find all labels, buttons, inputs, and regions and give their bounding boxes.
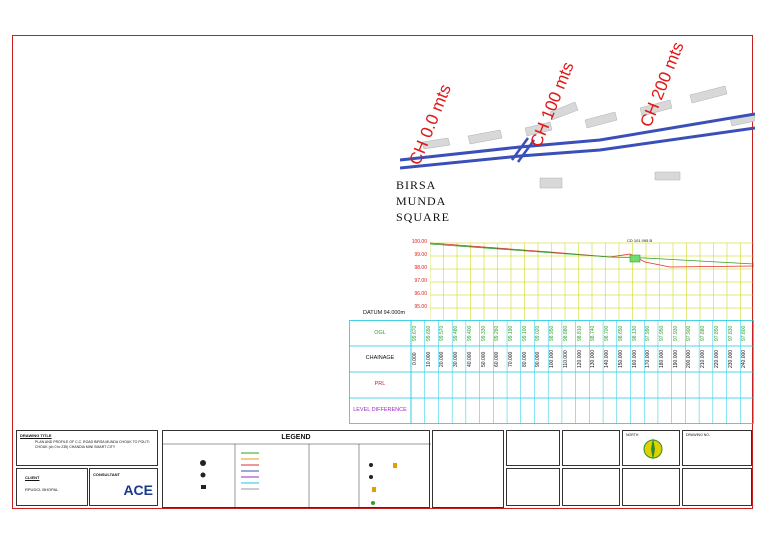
info-box-5 bbox=[622, 468, 680, 506]
chainage-cell: 90.000 bbox=[535, 351, 542, 367]
ogl-cell: 98.740 bbox=[590, 325, 597, 341]
ogl-cell: 99.330 bbox=[480, 325, 487, 341]
chainage-cell: 190.000 bbox=[672, 349, 679, 369]
row-label-ogl: OGL bbox=[374, 330, 386, 336]
place-name-line-1: BIRSA bbox=[396, 178, 437, 192]
ogl-cell: 99.020 bbox=[535, 325, 542, 341]
chainage-cell: 170.000 bbox=[645, 349, 652, 369]
chainage-cell: 180.000 bbox=[658, 349, 665, 369]
chainage-cell: 70.000 bbox=[508, 351, 515, 367]
ogl-cell: 99.480 bbox=[453, 325, 460, 341]
consultant-logo: ACE bbox=[123, 482, 153, 498]
client-name: RPUDCL BHOPAL bbox=[25, 487, 59, 492]
ogl-cell: 97.990 bbox=[645, 325, 652, 341]
ogl-cell: 97.900 bbox=[686, 325, 693, 341]
ogl-cell: 99.670 bbox=[412, 325, 418, 341]
chainage-cell: 140.000 bbox=[604, 349, 611, 369]
ogl-cell: 98.810 bbox=[576, 325, 583, 341]
ogl-cell: 97.830 bbox=[727, 325, 734, 341]
row-label-level-difference: LEVEL DIFFERENCE bbox=[353, 407, 407, 413]
drawing-no-box: DRAWING NO. bbox=[682, 430, 752, 466]
ogl-cell: 99.650 bbox=[425, 325, 432, 341]
place-name: BIRSA MUNDA SQUARE bbox=[396, 177, 450, 225]
level-label: 99.00 bbox=[414, 252, 427, 258]
profile-marker: CD 101 095 B bbox=[627, 238, 653, 243]
chainage-cell: 40.000 bbox=[466, 351, 473, 367]
drawing-no-label: DRAWING NO. bbox=[686, 433, 710, 437]
info-box-6 bbox=[682, 468, 752, 506]
ogl-cell: 97.950 bbox=[658, 325, 665, 341]
chainage-cell: 0.000 bbox=[412, 352, 418, 366]
consultant-box: CONSULTANT ACE bbox=[89, 468, 158, 506]
info-box-1 bbox=[506, 430, 560, 466]
info-box-2 bbox=[562, 430, 620, 466]
datum-label: DATUM 94.000m bbox=[363, 310, 406, 316]
row-label-prl: PRL bbox=[374, 381, 386, 387]
chainage-cell: 20.000 bbox=[439, 351, 446, 367]
legend-box: LEGEND bbox=[162, 430, 431, 509]
ogl-cell: 97.880 bbox=[700, 325, 707, 341]
plan-view bbox=[400, 85, 755, 189]
chainage-cell: 220.000 bbox=[713, 349, 720, 369]
ogl-cell: 98.650 bbox=[617, 325, 624, 341]
ogl-cell: 99.400 bbox=[466, 325, 473, 341]
ogl-cell: 99.570 bbox=[439, 325, 446, 341]
chainage-cell: 30.000 bbox=[453, 351, 460, 367]
level-label: 96.00 bbox=[414, 291, 427, 297]
north-box: NORTH bbox=[622, 430, 680, 466]
drawing-title: PLAN AND PROFILE OF C.C. ROAD BIRSA MUND… bbox=[35, 440, 150, 449]
ogl-cell: 99.190 bbox=[508, 325, 515, 341]
chainage-cell: 240.000 bbox=[741, 349, 748, 369]
client-label: CLIENT bbox=[25, 475, 40, 480]
level-label: 95.00 bbox=[414, 304, 427, 310]
ogl-cell: 99.100 bbox=[521, 325, 528, 341]
profile-grid bbox=[430, 242, 754, 320]
chainage-cell: 150.000 bbox=[617, 349, 624, 369]
level-label: 97.00 bbox=[414, 278, 427, 284]
ogl-cell: 98.880 bbox=[562, 325, 569, 341]
north-label: NORTH bbox=[626, 433, 639, 437]
legend-title: LEGEND bbox=[281, 434, 311, 441]
chainage-cell: 210.000 bbox=[700, 349, 707, 369]
ogl-cell: 97.800 bbox=[741, 325, 748, 341]
level-label: 98.00 bbox=[414, 265, 427, 271]
chainage-cell: 100.000 bbox=[549, 349, 556, 369]
ogl-cell: 98.130 bbox=[631, 325, 638, 341]
chainage-cell: 110.000 bbox=[562, 350, 569, 368]
profile-table: OGL CHAINAGE PRL LEVEL DIFFERENCE 99.670… bbox=[349, 320, 754, 424]
client-box: CLIENT RPUDCL BHOPAL bbox=[16, 468, 88, 506]
consultant-label: CONSULTANT bbox=[93, 472, 120, 477]
chainage-cell: 80.000 bbox=[521, 351, 528, 367]
chainage-cell: 50.000 bbox=[480, 351, 487, 367]
chainage-cell: 60.000 bbox=[494, 351, 501, 367]
drawing-title-box: DRAWING TITLE PLAN AND PROFILE OF C.C. R… bbox=[16, 430, 158, 466]
ogl-cell: 98.700 bbox=[604, 325, 611, 341]
chainage-cell: 160.000 bbox=[631, 349, 638, 369]
chainage-cell: 200.000 bbox=[686, 349, 693, 369]
place-name-line-3: SQUARE bbox=[396, 210, 451, 224]
info-box-4 bbox=[562, 468, 620, 506]
row-label-chainage: CHAINAGE bbox=[365, 355, 395, 361]
place-name-line-2: MUNDA bbox=[396, 194, 447, 208]
chainage-cell: 120.000 bbox=[576, 349, 583, 369]
chainage-cell: 10.000 bbox=[425, 351, 432, 367]
ogl-cell: 98.950 bbox=[549, 325, 556, 341]
level-label: 100.00 bbox=[411, 239, 427, 245]
ogl-cell: 99.260 bbox=[494, 325, 501, 341]
ogl-cell: 97.850 bbox=[713, 325, 720, 341]
chainage-cell: 230.000 bbox=[727, 349, 734, 369]
chainage-cell: 130.000 bbox=[590, 349, 597, 369]
info-box-3 bbox=[506, 468, 560, 506]
drawing-title-label: DRAWING TITLE bbox=[20, 433, 52, 438]
drawing-sheet bbox=[12, 35, 753, 509]
ogl-cell: 97.930 bbox=[672, 325, 679, 341]
notes-box bbox=[432, 430, 504, 508]
